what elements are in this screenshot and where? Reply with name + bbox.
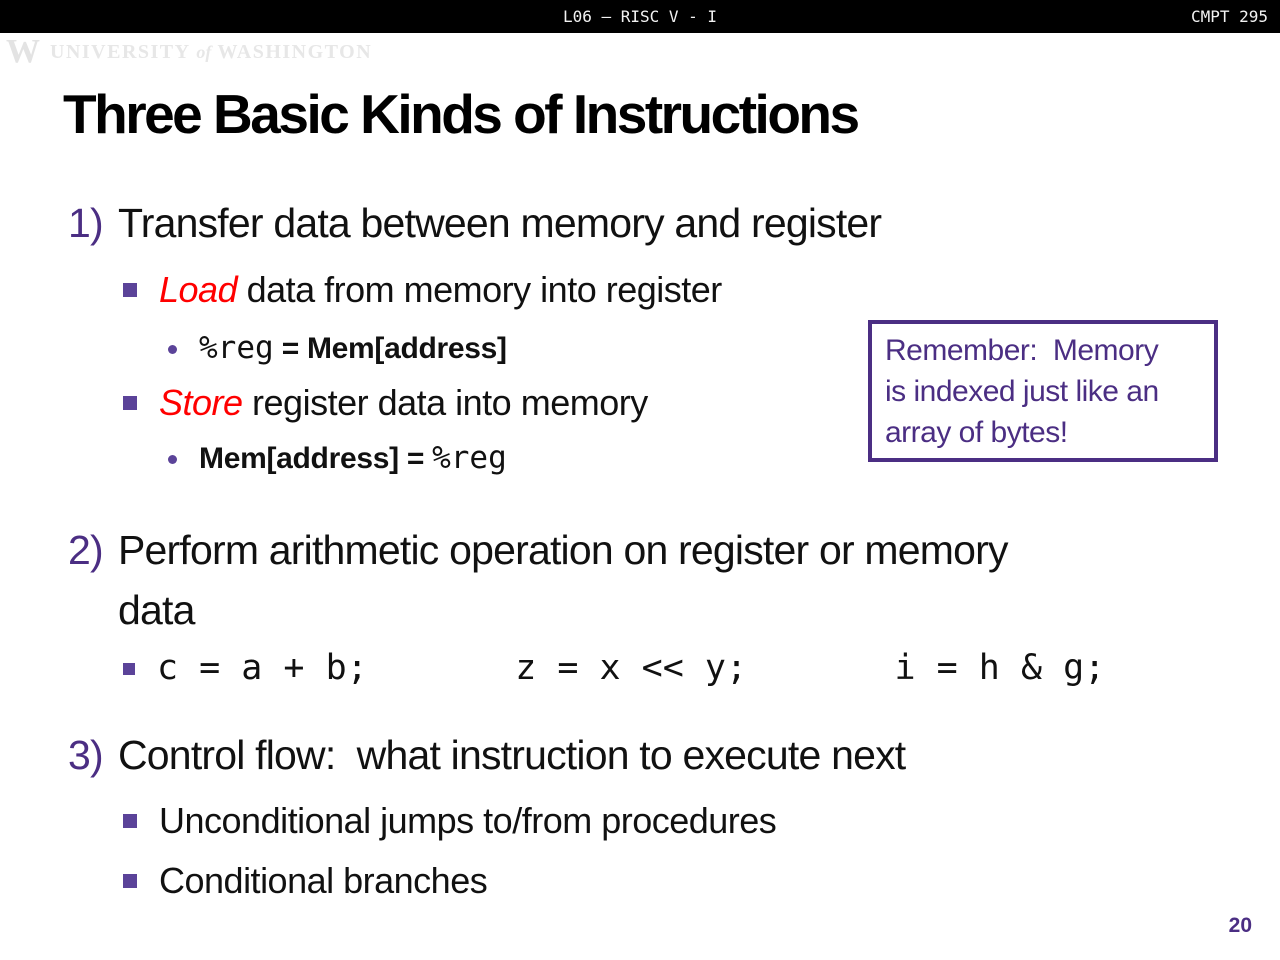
university-watermark: W UNIVERSITY of WASHINGTON [6, 34, 372, 70]
university-name: UNIVERSITY of WASHINGTON [50, 40, 373, 63]
university-w-logo-icon: W [6, 33, 40, 70]
bullet-square-icon [123, 874, 137, 888]
item-2-number: 2) [68, 527, 104, 573]
lecture-title: L06 — RISC V - I [562, 7, 718, 26]
load-keyword: Load [159, 269, 238, 310]
conditional-branches-row: Conditional branches [123, 860, 488, 902]
remember-line-3: array of bytes! [885, 416, 1068, 449]
item-2-heading: 2) Perform arithmetic operation on regist… [68, 520, 1008, 640]
load-bullet-row: Load data from memory into register [123, 269, 722, 311]
bullet-square-icon [123, 663, 135, 675]
course-code: CMPT 295 [1190, 7, 1268, 26]
bullet-square-icon [123, 396, 137, 410]
item-1-heading: 1) Transfer data between memory and regis… [68, 200, 882, 247]
load-code-text: %reg = Mem[address] [199, 330, 507, 366]
remember-callout-box: Remember: Memory is indexed just like an… [868, 320, 1218, 462]
unconditional-jumps-text: Unconditional jumps to/from procedures [159, 800, 777, 841]
store-keyword: Store [159, 382, 243, 423]
reg-code: %reg [432, 440, 507, 476]
item-3-heading: 3) Control flow: what instruction to exec… [68, 732, 906, 779]
header-bar: L06 — RISC V - I [0, 0, 1280, 33]
page-title: Three Basic Kinds of Instructions [63, 83, 860, 145]
load-bullet-text: Load data from memory into register [159, 269, 722, 310]
reg-code: %reg [199, 330, 274, 366]
item-2-label: Perform arithmetic operation on register… [118, 527, 1008, 633]
unconditional-jumps-row: Unconditional jumps to/from procedures [123, 800, 777, 842]
bullet-square-icon [123, 814, 137, 828]
item-3-number: 3) [68, 732, 104, 778]
arithmetic-code: c = a + b; z = x << y; i = h & g; [157, 648, 1106, 688]
remember-line-2: is indexed just like an [885, 375, 1159, 408]
conditional-branches-text: Conditional branches [159, 860, 488, 901]
bullet-square-icon [123, 283, 137, 297]
arithmetic-code-row: c = a + b; z = x << y; i = h & g; [123, 648, 1105, 688]
item-3-label: Control flow: what instruction to execut… [118, 732, 906, 778]
load-code-row: %reg = Mem[address] [168, 330, 507, 366]
remember-line-1: Remember: Memory [885, 334, 1159, 367]
store-code-row: Mem[address] = %reg [168, 440, 507, 476]
store-code-text: Mem[address] = %reg [199, 440, 507, 476]
bullet-dot-icon [168, 455, 177, 464]
bullet-dot-icon [168, 345, 177, 354]
store-bullet-row: Store register data into memory [123, 382, 648, 424]
store-bullet-text: Store register data into memory [159, 382, 648, 423]
item-1-number: 1) [68, 200, 104, 246]
page-number: 20 [1228, 914, 1252, 937]
item-1-label: Transfer data between memory and registe… [118, 200, 882, 246]
